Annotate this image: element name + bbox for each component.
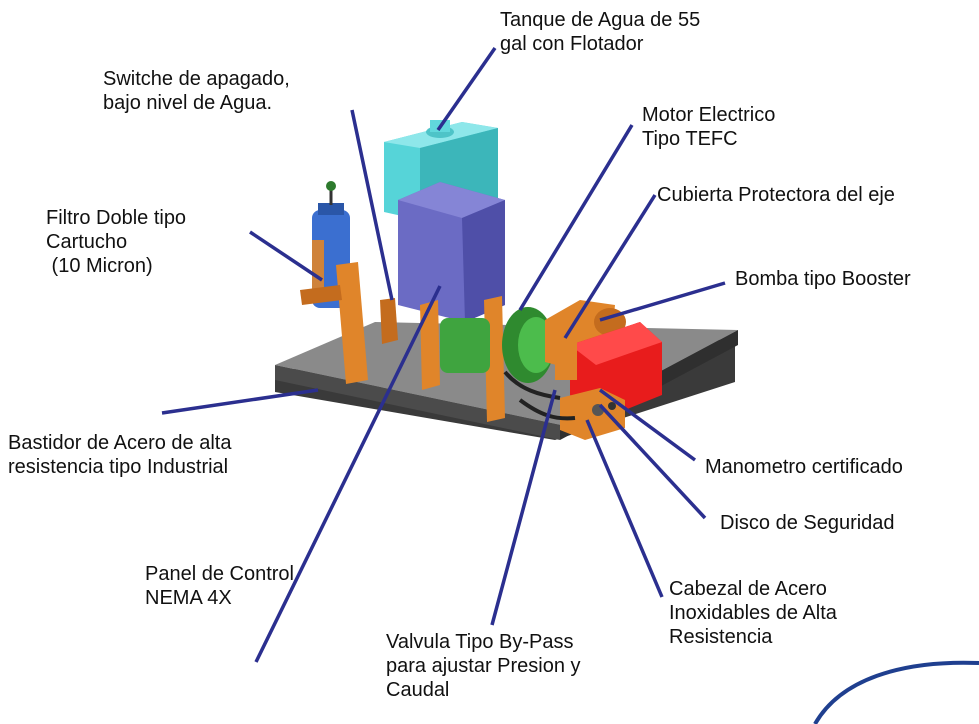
leader-cabezal bbox=[585, 419, 664, 598]
label-manometro: Manometro certificado bbox=[705, 456, 903, 478]
leader-disco bbox=[598, 403, 707, 520]
filter-stand bbox=[300, 262, 368, 384]
leader-filtro bbox=[249, 230, 323, 282]
label-cabezal: Cabezal de Acero Inoxidables de Alta Res… bbox=[669, 578, 837, 648]
label-disco: Disco de Seguridad bbox=[720, 512, 895, 534]
label-cubierta: Cubierta Protectora del eje bbox=[657, 184, 895, 206]
leader-valvula bbox=[490, 389, 557, 626]
label-bastidor: Bastidor de Acero de alta resistencia ti… bbox=[8, 432, 232, 478]
leader-motor bbox=[518, 124, 634, 311]
control-panel bbox=[398, 182, 505, 322]
label-motor: Motor Electrico Tipo TEFC bbox=[642, 104, 776, 150]
label-switche: Switche de apagado, bajo nivel de Agua. bbox=[103, 68, 290, 114]
leader-cubierta bbox=[563, 194, 657, 339]
decorative-arc bbox=[813, 660, 979, 724]
leader-panel bbox=[254, 285, 442, 663]
leader-lines bbox=[161, 47, 726, 663]
leader-bomba bbox=[599, 281, 726, 322]
label-tanque: Tanque de Agua de 55 gal con Flotador bbox=[500, 9, 701, 55]
label-filtro: Filtro Doble tipo Cartucho (10 Micron) bbox=[46, 207, 187, 277]
label-panel: Panel de Control NEMA 4X bbox=[145, 563, 294, 609]
label-valvula: Valvula Tipo By-Pass para ajustar Presio… bbox=[386, 631, 581, 701]
leader-bastidor bbox=[161, 388, 319, 415]
leader-tanque bbox=[436, 47, 497, 131]
leader-manometro bbox=[598, 388, 697, 462]
leader-switche bbox=[350, 109, 394, 301]
label-bomba: Bomba tipo Booster bbox=[735, 268, 911, 290]
